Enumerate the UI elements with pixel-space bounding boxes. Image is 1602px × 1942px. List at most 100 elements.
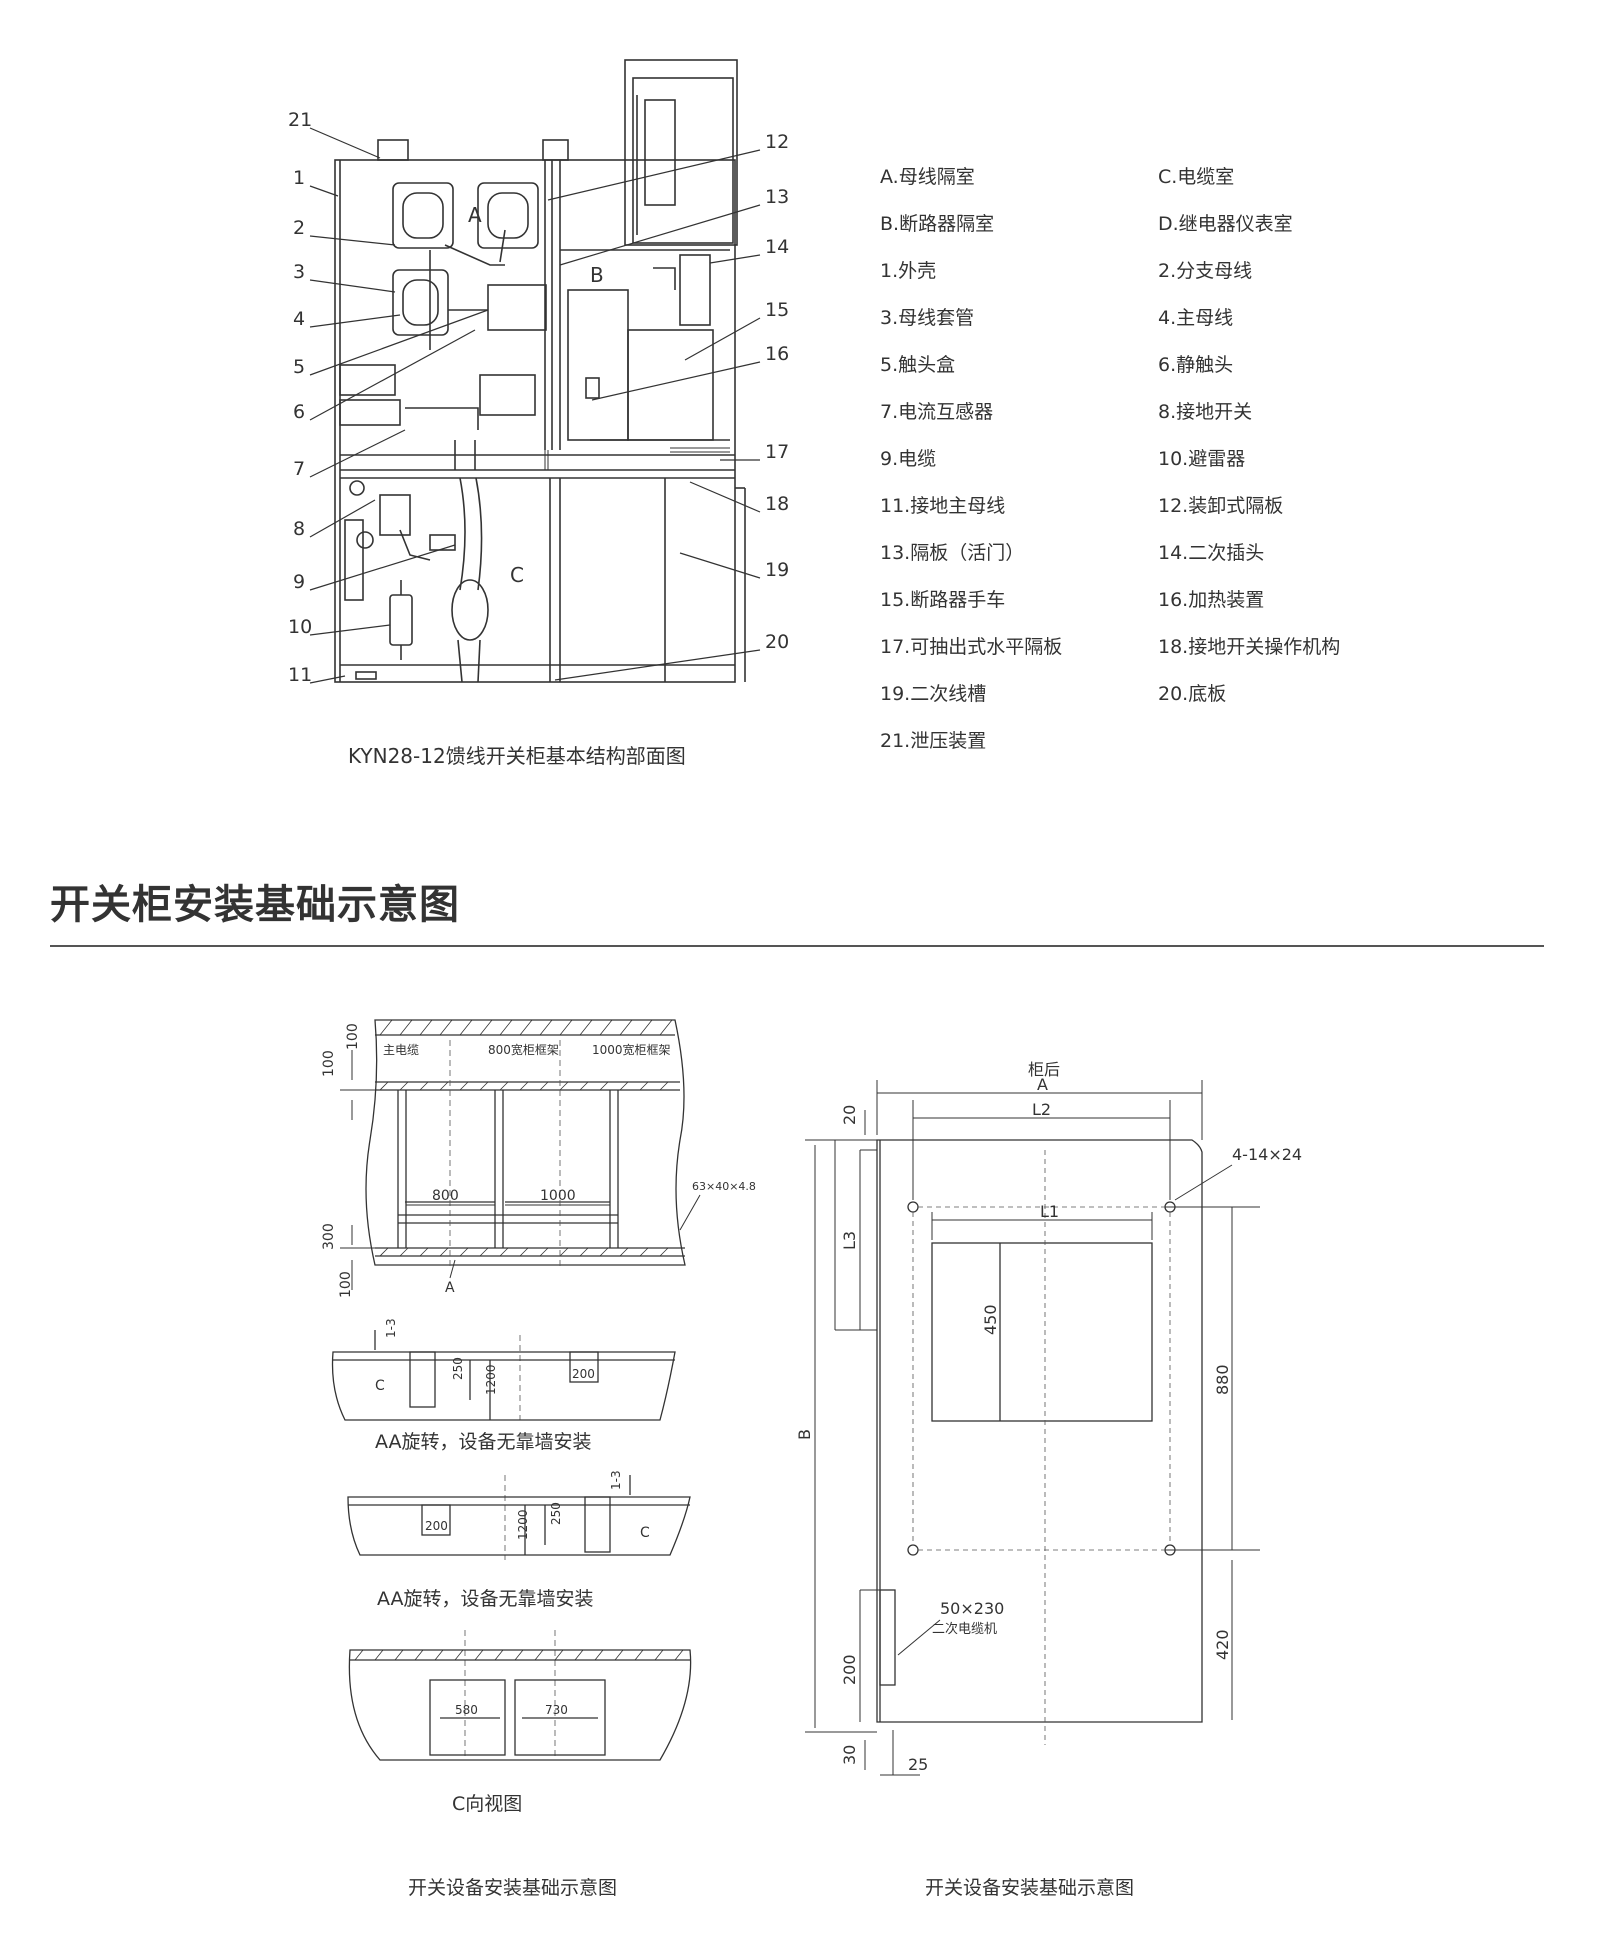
dim-100-a: 100 <box>321 1050 337 1077</box>
callout-14: 14 <box>765 236 789 258</box>
legend-right-11: 20.底板 <box>1158 683 1227 705</box>
legend-left-11: 19.二次线槽 <box>880 683 987 705</box>
legend-right-2: 2.分支母线 <box>1158 260 1253 282</box>
callout-6: 6 <box>293 401 305 423</box>
view2-dim-1200: 1200 <box>516 1509 530 1540</box>
view1-dim-1200: 1200 <box>484 1364 498 1395</box>
dim-b: B <box>795 1429 814 1440</box>
label-compartment-a: A <box>468 203 482 227</box>
callout-16: 16 <box>765 343 789 365</box>
dim-200-right: 200 <box>840 1654 859 1685</box>
view2-dim-1-3: 1-3 <box>609 1470 623 1490</box>
label-steel-section: 63×40×4.8 <box>692 1180 756 1193</box>
cabinet-section-drawing: A B C 21 1 2 3 4 5 6 7 8 9 10 <box>288 59 789 686</box>
view3-dim-580: 580 <box>455 1703 478 1717</box>
section-divider <box>50 945 1544 947</box>
label-compartment-b: B <box>590 263 604 287</box>
dim-420: 420 <box>1213 1629 1232 1660</box>
view1-dim-200: 200 <box>572 1367 595 1381</box>
legend-right-6: 10.避雷器 <box>1158 448 1246 470</box>
callout-20: 20 <box>765 631 789 653</box>
legend-left-12: 21.泄压装置 <box>880 730 987 752</box>
legend-left-4: 5.触头盒 <box>880 354 956 376</box>
dim-800: 800 <box>432 1188 459 1204</box>
legend-right-7: 12.装卸式隔板 <box>1158 495 1284 517</box>
dim-20: 20 <box>840 1105 859 1125</box>
foundation-plan-drawing: 主电缆 800宽柜框架 1000宽柜框架 63×40×4.8 100 100 3… <box>321 1019 756 1815</box>
label-main-cable: 主电缆 <box>383 1043 419 1057</box>
view1-dim-1-3: 1-3 <box>384 1318 398 1338</box>
callout-1: 1 <box>293 167 305 189</box>
dim-100-c: 100 <box>338 1271 354 1298</box>
callout-2: 2 <box>293 217 305 239</box>
view2-caption: AA旋转，设备无靠墙安装 <box>377 1588 594 1610</box>
foundation-layout-drawing: 柜后 A L2 L1 4-14×24 50×230 二次电缆机 20 L3 45… <box>795 1060 1302 1776</box>
legend-left-2: 1.外壳 <box>880 260 937 282</box>
callout-15: 15 <box>765 299 789 321</box>
pressure-relief-device <box>377 139 409 161</box>
callout-8: 8 <box>293 518 305 540</box>
legend-left-8: 13.隔板（活门） <box>880 542 1025 564</box>
callout-7: 7 <box>293 458 305 480</box>
callout-19: 19 <box>765 559 789 581</box>
dim-300: 300 <box>321 1223 337 1250</box>
legend-right-3: 4.主母线 <box>1158 307 1234 329</box>
label-frame-1000: 1000宽柜框架 <box>592 1042 671 1057</box>
label-section-a: A <box>445 1280 455 1296</box>
legend-left-5: 7.电流互感器 <box>880 401 994 423</box>
callout-18: 18 <box>765 493 789 515</box>
mounting-hole-top-left <box>907 1201 919 1213</box>
legend-right-0: C.电缆室 <box>1158 166 1235 188</box>
callout-5: 5 <box>293 356 305 378</box>
cabinet-outline <box>334 159 736 683</box>
view1-label-c: C <box>375 1378 385 1394</box>
callout-3: 3 <box>293 261 305 283</box>
legend-right-1: D.继电器仪表室 <box>1158 213 1293 235</box>
legend-right-8: 14.二次插头 <box>1158 542 1265 564</box>
callout-21: 21 <box>288 109 312 131</box>
right-drawing-caption: 开关设备安装基础示意图 <box>925 1877 1135 1899</box>
view1-dim-250: 250 <box>451 1357 465 1380</box>
dim-100-b: 100 <box>345 1023 361 1050</box>
label-frame-800: 800宽柜框架 <box>488 1042 559 1057</box>
callout-13: 13 <box>765 186 789 208</box>
label-l1: L1 <box>1040 1202 1059 1221</box>
label-l2: L2 <box>1032 1100 1051 1119</box>
callout-17: 17 <box>765 441 789 463</box>
view1-caption: AA旋转，设备无靠墙安装 <box>375 1431 592 1453</box>
dim-30: 30 <box>840 1745 859 1765</box>
legend-right-5: 8.接地开关 <box>1158 401 1253 423</box>
legend-right-4: 6.静触头 <box>1158 354 1234 376</box>
callout-10: 10 <box>288 616 312 638</box>
section-title: 开关柜安装基础示意图 <box>50 882 460 928</box>
label-cable-hole: 50×230 <box>940 1599 1004 1618</box>
dim-450: 450 <box>981 1304 1000 1335</box>
legend-left-9: 15.断路器手车 <box>880 589 1006 611</box>
legend-left-3: 3.母线套管 <box>880 307 975 329</box>
dim-1000: 1000 <box>540 1188 576 1204</box>
view2-dim-250: 250 <box>549 1502 563 1525</box>
legend-right-9: 16.加热装置 <box>1158 589 1265 611</box>
legend-left-7: 11.接地主母线 <box>880 495 1006 517</box>
callout-9: 9 <box>293 571 305 593</box>
label-compartment-c: C <box>510 563 524 587</box>
label-cable-hole-sub: 二次电缆机 <box>932 1621 997 1637</box>
label-holes: 4-14×24 <box>1232 1145 1302 1164</box>
cabinet-section-caption: KYN28-12馈线开关柜基本结构部面图 <box>348 744 686 768</box>
label-width-a: A <box>1037 1075 1048 1094</box>
legend-left-10: 17.可抽出式水平隔板 <box>880 636 1063 658</box>
legend-left-1: B.断路器隔室 <box>880 213 995 235</box>
dim-880: 880 <box>1213 1364 1232 1395</box>
callout-4: 4 <box>293 308 305 330</box>
mounting-hole-bottom-left <box>907 1544 919 1556</box>
dim-l3: L3 <box>840 1231 859 1250</box>
legend-left-6: 9.电缆 <box>880 448 937 470</box>
view2-label-c: C <box>640 1525 650 1541</box>
callout-11: 11 <box>288 664 312 686</box>
legend-right-10: 18.接地开关操作机构 <box>1158 636 1341 658</box>
dim-25: 25 <box>908 1755 928 1774</box>
view3-caption: C向视图 <box>452 1793 522 1815</box>
label-cabinet-back: 柜后 <box>1028 1060 1060 1079</box>
view3-dim-730: 730 <box>545 1703 568 1717</box>
legend-left-0: A.母线隔室 <box>880 166 975 188</box>
